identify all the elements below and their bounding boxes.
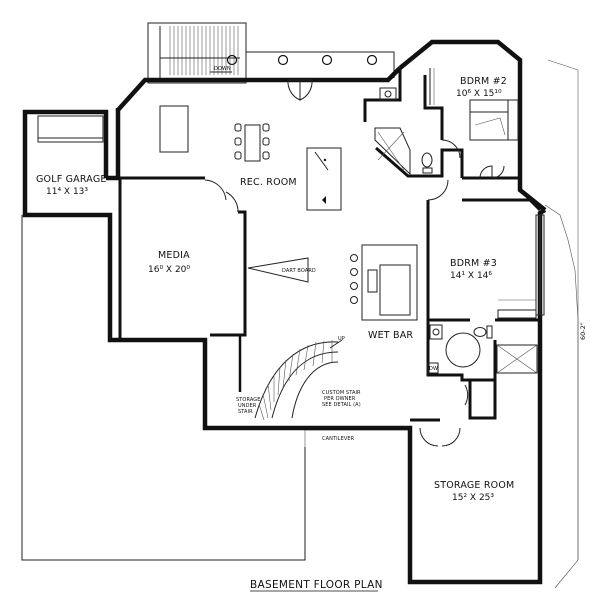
media-name: MEDIA xyxy=(158,250,190,261)
pool-table xyxy=(306,147,342,211)
garage-door xyxy=(37,115,104,143)
bdrm3-dim: 14¹ X 14⁶ xyxy=(450,271,492,281)
fixtures: DART BOARD xyxy=(159,68,545,374)
overall-dimension: 60-2" xyxy=(579,322,587,340)
media-dim: 16⁰ X 20⁰ xyxy=(148,265,190,275)
stair-up-label: UP xyxy=(338,336,345,342)
bdrm3-name: BDRM #3 xyxy=(450,258,497,269)
dart-board-label: DART BOARD xyxy=(282,268,316,274)
door-swings xyxy=(204,79,505,447)
cantilever-label: CANTILEVER xyxy=(322,436,355,442)
wet-bar-counter xyxy=(350,244,418,321)
column-2 xyxy=(277,54,289,66)
custom-stair-note-3: SEE DETAIL (A) xyxy=(322,402,361,408)
dw-label: DW xyxy=(429,366,438,372)
column-4 xyxy=(366,54,378,66)
storage-room-dim: 15² X 25³ xyxy=(452,493,494,503)
rec-room-sofa xyxy=(159,105,189,153)
bdrm2-name: BDRM #2 xyxy=(460,76,507,87)
storage-under-stair-2: UNDER xyxy=(238,403,257,409)
round-tub xyxy=(445,332,481,368)
wet-bar-name: WET BAR xyxy=(368,330,413,341)
game-table xyxy=(244,124,261,162)
custom-stair-note-2: PER OWNER xyxy=(324,396,356,402)
custom-stair-note-1: CUSTOM STAIR xyxy=(322,390,361,396)
stair-down-label: DOWN xyxy=(214,66,231,72)
bed-bdrm2 xyxy=(469,99,519,141)
exterior-walls xyxy=(22,39,547,585)
storage-under-stair-3: STAIR xyxy=(238,409,253,415)
rec-room-name: REC. ROOM xyxy=(240,177,297,188)
custom-stair: UP xyxy=(254,336,345,421)
column-3 xyxy=(321,54,333,66)
golf-garage-dim: 11⁴ X 13³ xyxy=(46,187,88,197)
exterior-stair: DOWN xyxy=(147,22,395,84)
storage-room-name: STORAGE ROOM xyxy=(434,480,514,491)
interior-walls xyxy=(118,68,542,422)
room-labels: GOLF GARAGE 11⁴ X 13³ REC. ROOM MEDIA 16… xyxy=(36,76,587,592)
dart-board xyxy=(247,257,309,283)
column-1 xyxy=(226,54,238,66)
plan-title: BASEMENT FLOOR PLAN xyxy=(250,579,383,591)
golf-garage-name: GOLF GARAGE xyxy=(36,174,107,185)
storage-under-stair-1: STORAGE xyxy=(236,397,261,403)
bdrm2-dim: 10⁶ X 15¹⁰ xyxy=(456,89,502,99)
